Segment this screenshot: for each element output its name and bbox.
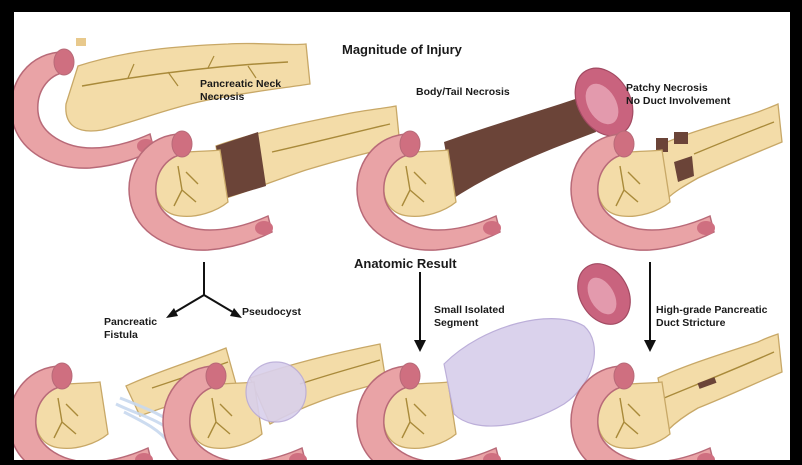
pseudocyst-label: Pseudocyst: [242, 306, 301, 319]
magnitude-heading: Magnitude of Injury: [342, 42, 462, 57]
isolated-segment-label: Small Isolated Segment: [434, 304, 505, 330]
branch-arrow-icon: [166, 262, 242, 318]
pancreas-illustration: [14, 12, 790, 460]
stricture-pancreas: [571, 334, 782, 460]
body-tail-label: Body/Tail Necrosis: [416, 86, 510, 99]
fistula-label: Pancreatic Fistula: [104, 316, 157, 342]
anatomic-heading: Anatomic Result: [354, 256, 457, 271]
figure-panel: Magnitude of Injury Anatomic Result Panc…: [14, 12, 790, 460]
neck-necrosis-label: Pancreatic Neck Necrosis: [200, 78, 281, 104]
down-arrow-icon: [414, 272, 426, 352]
stricture-label: High-grade Pancreatic Duct Stricture: [656, 304, 767, 330]
patchy-necrosis-label: Patchy Necrosis No Duct Involvement: [626, 82, 730, 108]
down-arrow-icon: [644, 262, 656, 352]
